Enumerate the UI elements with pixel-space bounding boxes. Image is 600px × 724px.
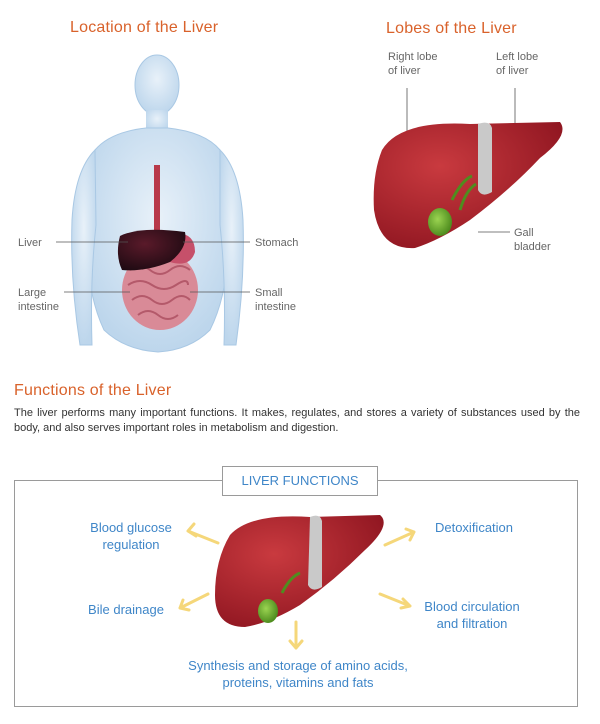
label-large-intestine: Large intestine <box>18 287 59 313</box>
label-left-lobe: Left lobe of liver <box>496 51 539 77</box>
liver-functions-illustration <box>215 515 384 627</box>
arrow-bile <box>178 592 210 612</box>
label-small-intestine: Small intestine <box>255 287 296 313</box>
arrow-circulation <box>378 592 412 610</box>
function-synthesis: Synthesis and storage of amino acids, pr… <box>188 658 408 690</box>
label-gallbladder: Gall bladder <box>514 227 551 253</box>
arrow-detox <box>383 527 416 547</box>
liver-in-body <box>117 229 186 271</box>
location-title: Location of the Liver <box>70 19 219 36</box>
label-stomach: Stomach <box>255 237 299 249</box>
label-right-lobe: Right lobe of liver <box>388 51 438 77</box>
function-bile: Bile drainage <box>88 602 164 617</box>
liver-functions-box-title: LIVER FUNCTIONS <box>222 466 378 496</box>
label-liver: Liver <box>18 237 42 249</box>
arrow-synthesis <box>288 620 304 650</box>
lobes-title: Lobes of the Liver <box>386 20 517 37</box>
function-circulation: Blood circulation and filtration <box>424 599 520 631</box>
arrow-glucose <box>186 522 220 545</box>
functions-paragraph: The liver performs many important functi… <box>14 407 580 434</box>
liver-lobes-illustration <box>373 88 563 249</box>
body-illustration <box>56 54 250 353</box>
functions-title: Functions of the Liver <box>14 382 172 399</box>
intestines <box>122 250 198 330</box>
function-detox: Detoxification <box>434 520 514 535</box>
function-glucose: Blood glucose regulation <box>90 520 172 552</box>
